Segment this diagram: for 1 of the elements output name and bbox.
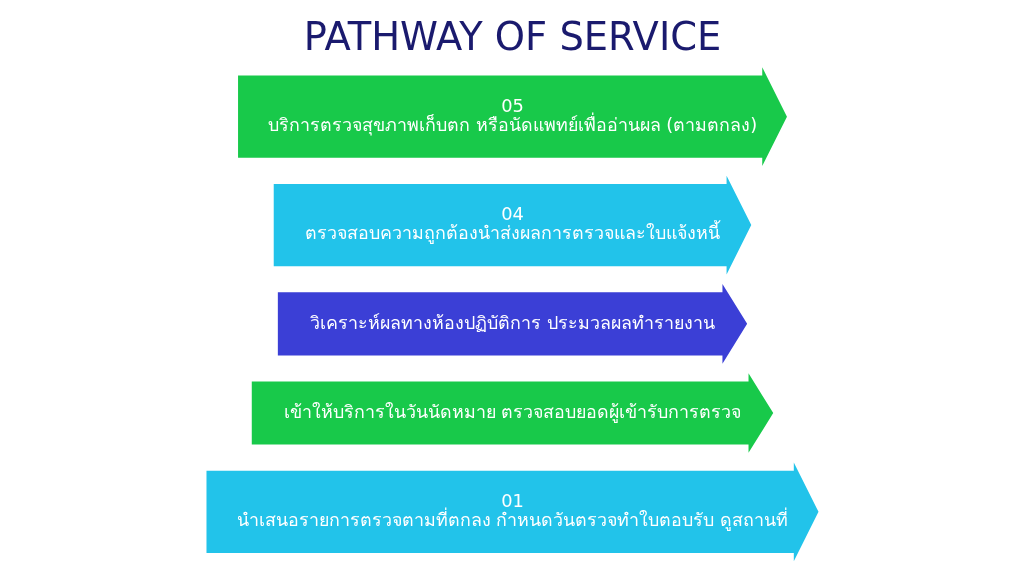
diagram-title: PATHWAY OF SERVICE: [303, 13, 721, 59]
